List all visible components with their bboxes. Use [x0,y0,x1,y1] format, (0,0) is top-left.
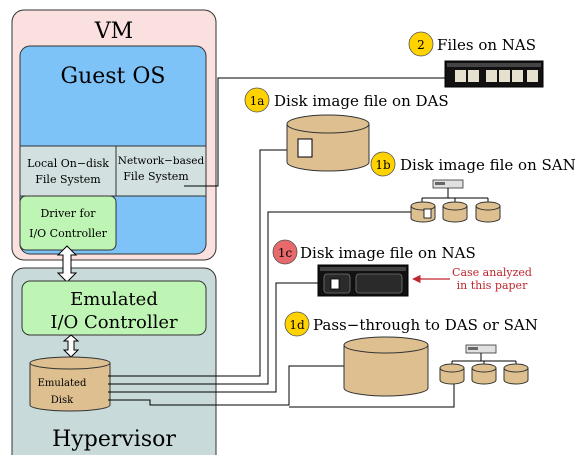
line-disk-to-das [108,149,310,377]
option-1c-label: Disk image file on NAS [300,244,476,262]
vm-title: VM [94,19,133,44]
option-2-label: Files on NAS [437,36,536,54]
guest-os-title: Guest OS [61,64,166,89]
san-switch-icon [421,179,489,204]
option-1d: 1d Pass−through to DAS or SAN [284,311,538,337]
badge-2 [408,31,434,57]
option-files-on-nas: 2 Files on NAS [408,31,536,57]
local-fs-line2: File System [35,173,101,186]
badge-1c-label: 1c [278,246,293,260]
option-1a-label: Disk image file on DAS [274,92,449,110]
pass-through-san-switch-icon [451,344,517,366]
annotation-line1: Case analyzed [452,266,532,279]
annotation-line2: in this paper [457,279,528,292]
das-image-file-icon [297,138,313,158]
badge-2-label: 2 [417,38,425,52]
emulated-disk-line2: Disk [51,395,74,406]
badge-1c [272,239,298,265]
line-disk-to-nas-image [108,282,330,393]
emulated-io-line1: Emulated [70,289,158,310]
hypervisor-title: Hypervisor [52,427,176,452]
network-fs-line1: Network−based [118,155,205,167]
connection-lines [108,77,455,408]
emulated-io-line2: I/O Controller [50,312,178,333]
option-1c: 1c Disk image file on NAS [272,239,476,265]
local-fs-box [19,145,117,197]
line-disk-to-san [108,211,425,385]
nas-device-icon [444,60,544,88]
emulated-disk-line1: Emulated [38,378,87,389]
driver-line2: I/O Controller [29,227,108,240]
badge-1d-label: 1d [289,318,305,332]
badge-1b [370,151,396,177]
nas-image-device-icon [317,264,409,297]
option-1d-label: Pass−through to DAS or SAN [313,316,538,334]
option-1a: 1a Disk image file on DAS [244,87,449,113]
badge-1a-label: 1a [250,94,265,108]
das-disk-cylinder [286,114,370,172]
driver-line1: Driver for [40,207,96,220]
emulated-disk-cylinder [29,356,111,412]
pass-through-das-cylinder [343,336,429,397]
pass-through-san-cylinders [439,363,529,385]
line-disk-pass-through [108,365,347,406]
badge-1a [244,87,270,113]
local-fs-line1: Local On−disk [27,157,109,170]
option-1b-label: Disk image file on SAN [400,156,576,174]
emulated-io-box [21,280,207,336]
san-image-file-icon [423,208,432,219]
badge-1d [284,311,310,337]
driver-box [19,195,117,251]
line-network-fs-to-nas [184,77,445,187]
network-fs-box [115,145,207,197]
line-pass-through-san-link [289,382,455,408]
network-fs-line2: File System [123,170,189,183]
badge-1b-label: 1b [375,158,391,172]
option-1b: 1b Disk image file on SAN [370,151,576,177]
case-analyzed-annotation: Case analyzed in this paper [412,266,532,292]
